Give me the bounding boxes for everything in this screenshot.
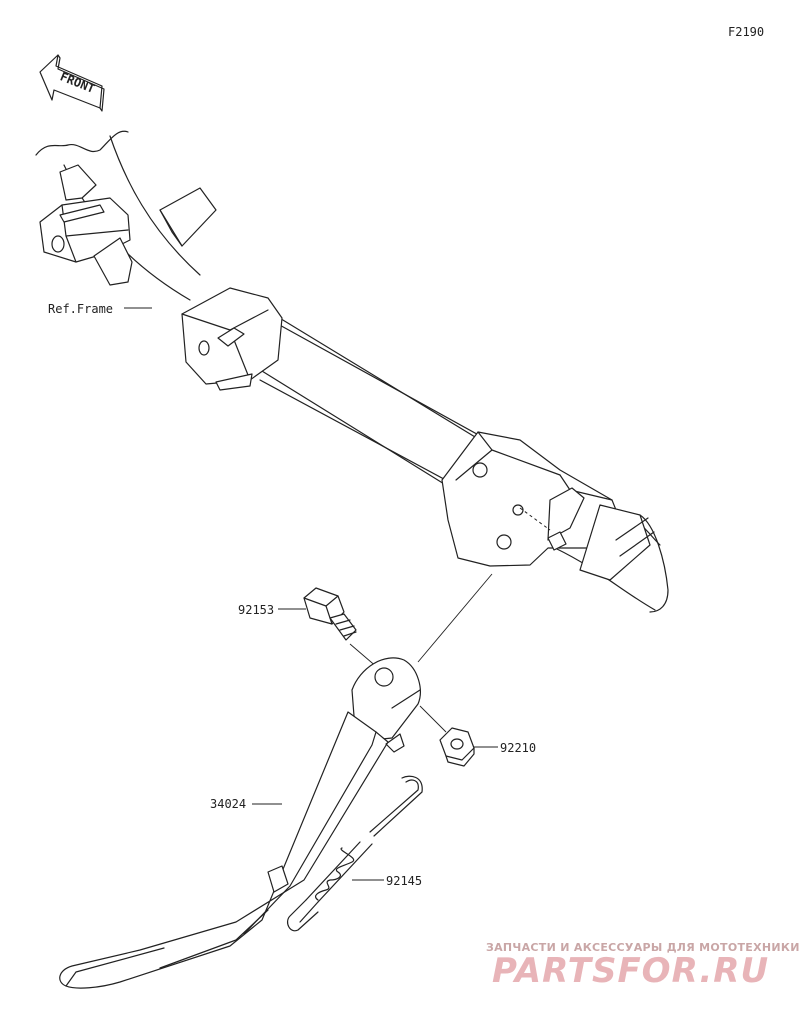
label-92145: 92145: [386, 874, 422, 888]
side-stand-34024: [59, 657, 421, 989]
watermark-line2: PARTSFOR.RU: [492, 951, 769, 991]
label-34024: 34024: [210, 797, 246, 811]
center-line: [417, 573, 493, 663]
frame-drawing: [35, 130, 669, 613]
label-92153: 92153: [238, 603, 274, 617]
figure-code: F2190: [728, 25, 764, 39]
nut-center-line: [419, 705, 447, 733]
nut-92210: [439, 727, 475, 767]
label-92210: 92210: [500, 741, 536, 755]
watermark-line1: ЗАПЧАСТИ И АКСЕССУАРЫ ДЛЯ МОТОТЕХНИКИ: [486, 941, 800, 954]
front-arrow-icon: FRONT: [39, 54, 105, 112]
spring-92145: [286, 775, 423, 932]
bolt-92153: [303, 587, 357, 641]
label-ref-frame: Ref.Frame: [48, 302, 113, 316]
